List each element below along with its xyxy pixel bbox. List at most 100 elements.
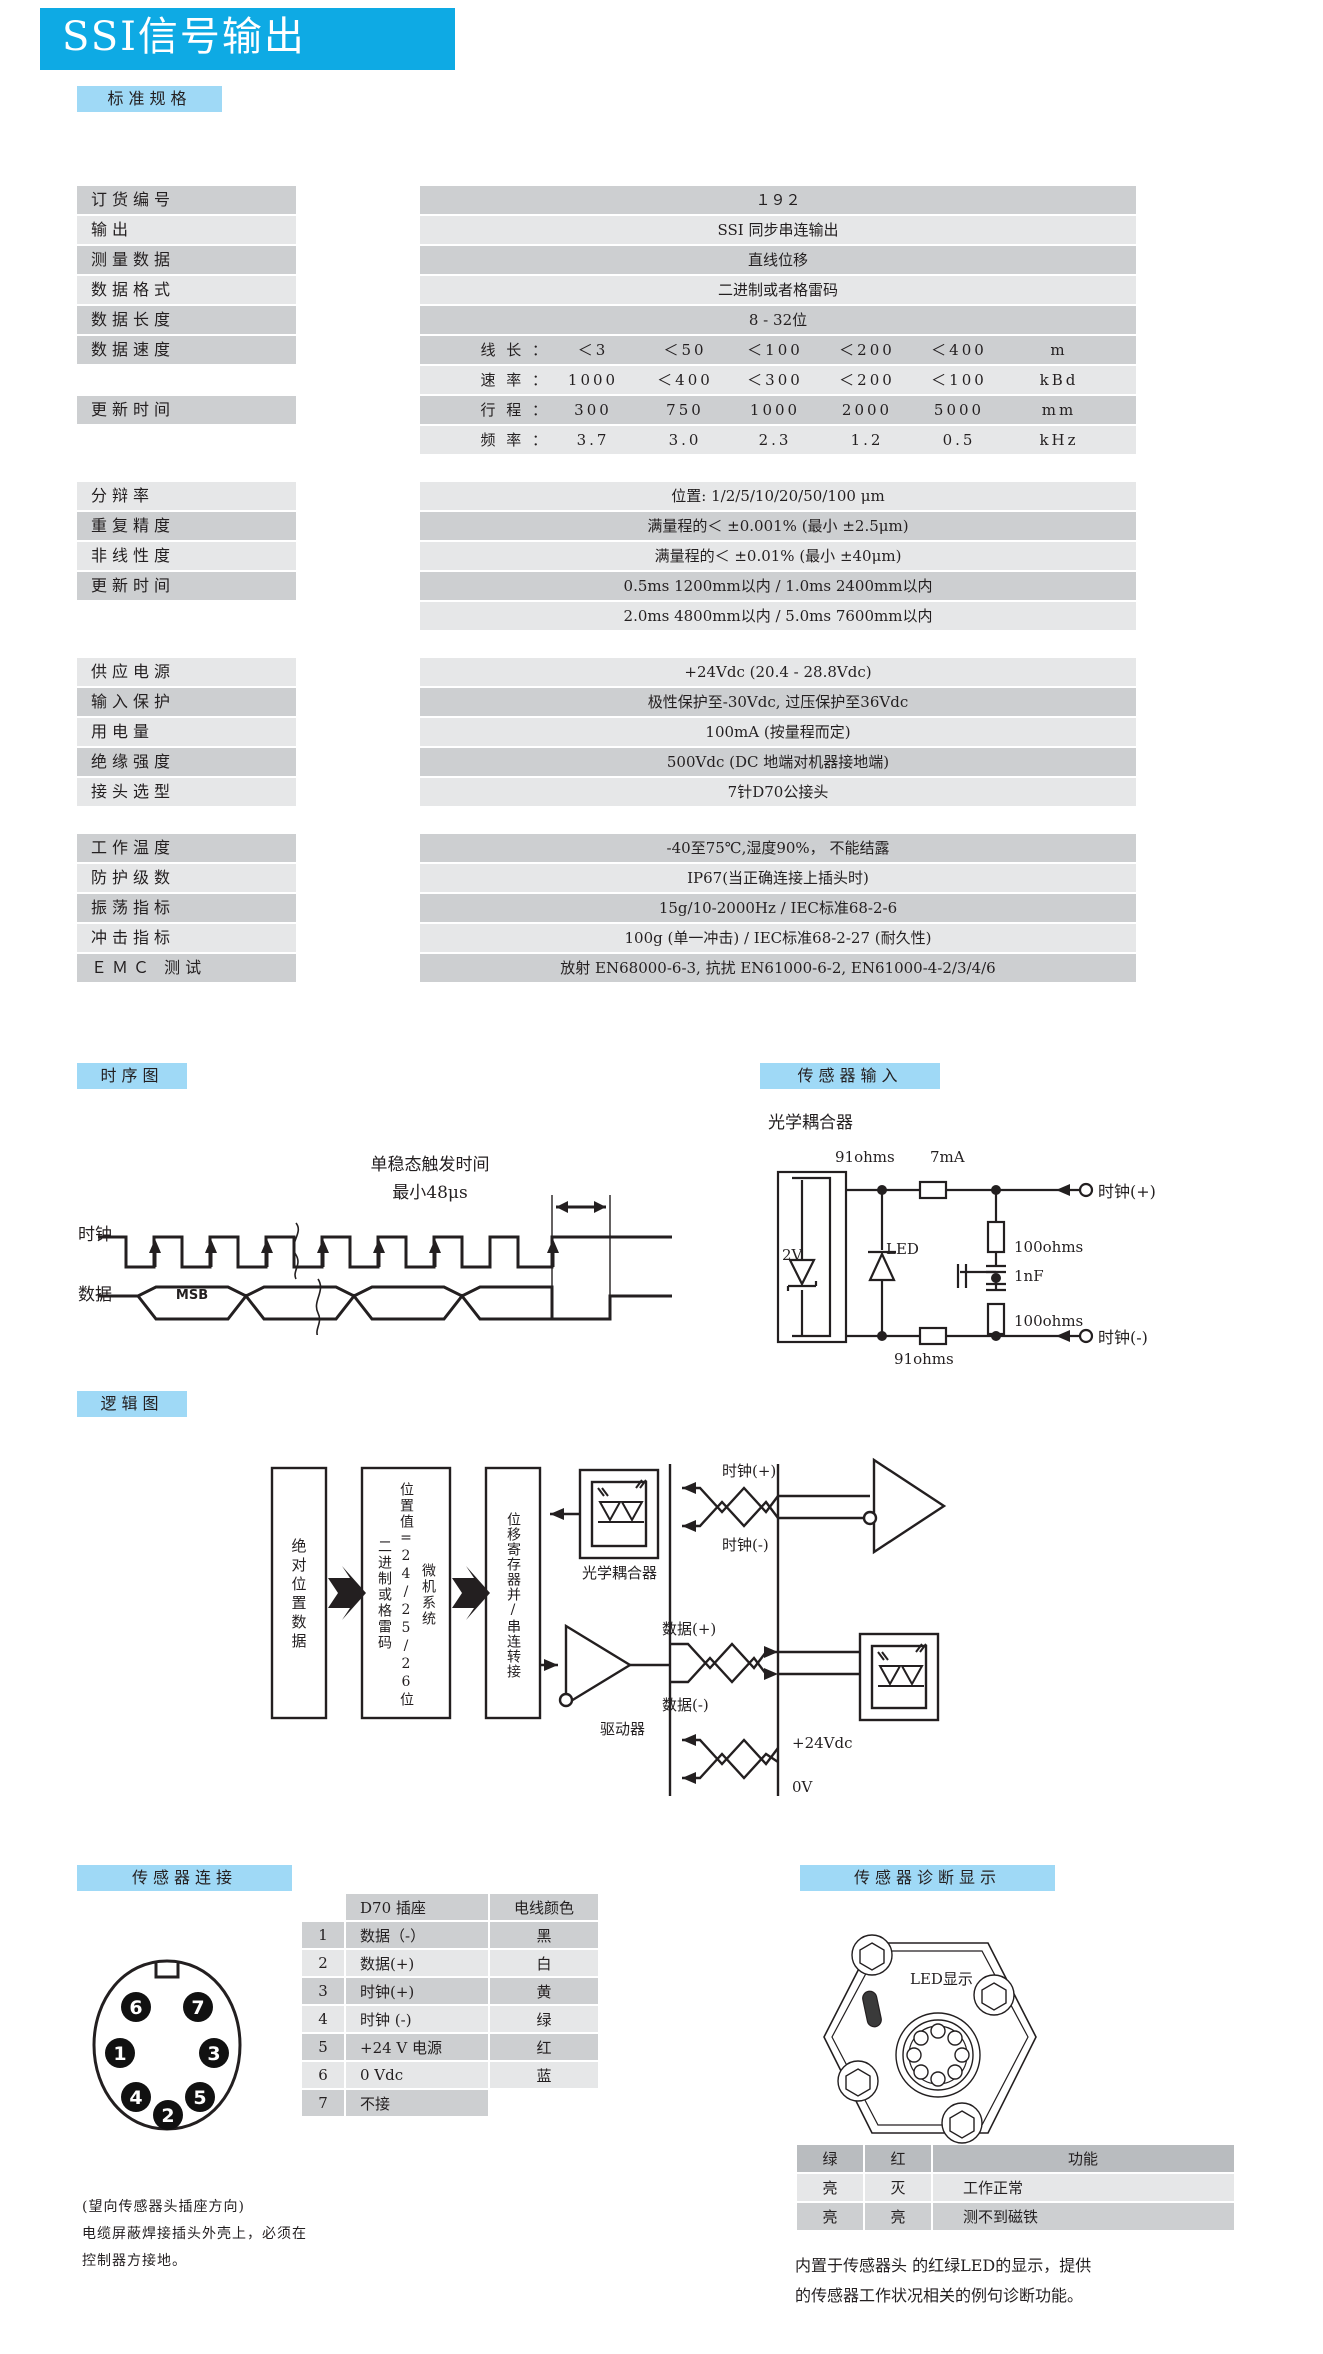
spec-row-value: 极性保护至-30Vdc, 过压保护至36Vdc	[420, 688, 1136, 716]
pin-function: 0 Vdc	[346, 2062, 488, 2088]
section-chip-sensor-diagnostic: 传感器诊断显示	[800, 1865, 1055, 1891]
page-header-banner	[40, 8, 455, 70]
spec-row-label: 接头选型	[77, 778, 296, 806]
logic-diagram	[270, 1448, 1090, 1808]
spec-speed-cell: 0.5	[942, 431, 976, 449]
table-row: 亮灭工作正常	[797, 2174, 1234, 2201]
pin-wire-color: 绿	[490, 2006, 598, 2032]
spec-speed-row-name: 速 率 ：	[480, 371, 550, 389]
led-table-header: 功能	[933, 2145, 1234, 2172]
spec-speed-cell: 3.0	[668, 431, 702, 449]
pin-function: 时钟(+)	[346, 1978, 488, 2004]
pin-function: 数据(+)	[346, 1950, 488, 1976]
spec-row-value: 直线位移	[420, 246, 1136, 274]
spec-row-label: 用电量	[77, 718, 296, 746]
spec-row-label: 更新时间	[77, 572, 296, 600]
spec-speed-cell: 750	[666, 401, 704, 419]
section-chip-standard-spec: 标准规格	[77, 86, 222, 112]
pin-function: +24 V 电源	[346, 2034, 488, 2060]
spec-speed-cell: ＜200	[839, 371, 895, 389]
led-diagnostic-table: 绿红功能亮灭工作正常亮亮测不到磁铁	[795, 2143, 1236, 2232]
spec-speed-cell: ＜400	[931, 341, 987, 359]
connector-pin-number: 6	[129, 1997, 142, 2019]
spec-row-value: 二进制或者格雷码	[420, 276, 1136, 304]
spec-speed-row-name: 频 率 ：	[480, 431, 550, 449]
logic-data-plus-label: 数据(+)	[662, 1620, 717, 1638]
pin-number: 3	[302, 1978, 344, 2004]
pin-wire-color	[490, 2090, 598, 2116]
sensor-input-clock-minus-label: 时钟(-)	[1098, 1328, 1148, 1347]
logic-clock-minus-label: 时钟(-)	[722, 1536, 769, 1554]
pin-number: 1	[302, 1922, 344, 1948]
pin-wire-color: 黄	[490, 1978, 598, 2004]
connector-pin-number: 2	[161, 2105, 174, 2127]
spec-speed-cell: ＜50	[663, 341, 707, 359]
logic-power-label: +24Vdc	[792, 1734, 853, 1752]
pin-function: 时钟 (-)	[346, 2006, 488, 2032]
spec-row-value: 放射 EN68000-6-3, 抗扰 EN61000-6-2, EN61000-…	[420, 954, 1136, 982]
spec-row-label: 数据速度	[77, 336, 296, 364]
connector-pin	[121, 1992, 151, 2022]
spec-speed-cell: ＜3	[577, 341, 609, 359]
spec-speed-cell: 300	[574, 401, 612, 419]
spec-speed-row-name: 线 长 ：	[480, 341, 550, 359]
led-table-header: 红	[865, 2145, 931, 2172]
timing-data-label: 数据	[78, 1285, 112, 1305]
sensor-input-r-series2-label: 91ohms	[894, 1350, 954, 1368]
section-chip-sensor-connection: 传感器连接	[77, 1865, 292, 1891]
sensor-input-optocoupler-label: 光学耦合器	[768, 1113, 853, 1133]
connector-pin-number: 3	[207, 2043, 220, 2065]
timing-msb-label: MSB	[175, 1288, 209, 1303]
spec-row-label: ＥＭＣ 测试	[77, 954, 296, 982]
pin-number: 6	[302, 2062, 344, 2088]
spec-speed-cell: 1000	[567, 371, 619, 389]
spec-row-label: 分辩率	[77, 482, 296, 510]
connector-pin	[105, 2038, 135, 2068]
led-green-state: 亮	[797, 2174, 863, 2201]
spec-row-value: SSI 同步串连输出	[420, 216, 1136, 244]
table-row: 5+24 V 电源红	[302, 2034, 598, 2060]
logic-data-minus-label: 数据(-)	[662, 1696, 709, 1714]
sensor-input-current-label: 7mA	[930, 1148, 965, 1166]
logic-block2-line1: 微机系统	[420, 1563, 436, 1627]
spec-speed-cell: 1.2	[850, 431, 884, 449]
diagnostic-note-line1: 内置于传感器头 的红绿LED的显示，提供	[795, 2256, 1092, 2275]
spec-speed-cell: 2000	[841, 401, 893, 419]
spec-row-label: 测量数据	[77, 246, 296, 274]
spec-row-label: 输出	[77, 216, 296, 244]
spec-row-value: 0.5ms 1200mm以内 / 1.0ms 2400mm以内	[420, 572, 1136, 600]
spec-row-label: 更新时间	[77, 396, 296, 424]
connector-pin-number: 4	[129, 2087, 142, 2109]
spec-row-label: 重复精度	[77, 512, 296, 540]
spec-row-label: 冲击指标	[77, 924, 296, 952]
section-chip-logic-diagram: 逻辑图	[77, 1391, 187, 1417]
spec-row-value: 100g (单一冲击) / IEC标准68-2-27 (耐久性)	[420, 924, 1136, 952]
connector-pin	[121, 2082, 151, 2112]
spec-row-value: 500Vdc (DC 地端对机器接地端)	[420, 748, 1136, 776]
logic-optocoupler-label: 光学耦合器	[582, 1564, 658, 1582]
spec-speed-cell: 5000	[933, 401, 985, 419]
pin-number: 4	[302, 2006, 344, 2032]
spec-row-label: 输入保护	[77, 688, 296, 716]
spec-speed-cell: ＜200	[839, 341, 895, 359]
timing-annotation-line1: 单稳态触发时间	[370, 1155, 490, 1175]
connector-note-line1: (望向传感器头插座方向)	[82, 2199, 245, 2215]
diagnostic-note-line2: 的传感器工作状况相关的例句诊断功能。	[795, 2286, 1084, 2305]
connector-pin	[183, 1992, 213, 2022]
logic-block2-line3: 二进制或格雷码	[376, 1539, 392, 1651]
spec-row-value: 7针D70公接头	[420, 778, 1136, 806]
logic-clock-plus-label: 时钟(+)	[722, 1462, 777, 1480]
led-function: 工作正常	[933, 2174, 1234, 2201]
timing-annotation-line2: 最小48μs	[392, 1183, 468, 1203]
logic-ground-label: 0V	[792, 1778, 813, 1796]
table-header-row: 绿红功能	[797, 2145, 1234, 2172]
